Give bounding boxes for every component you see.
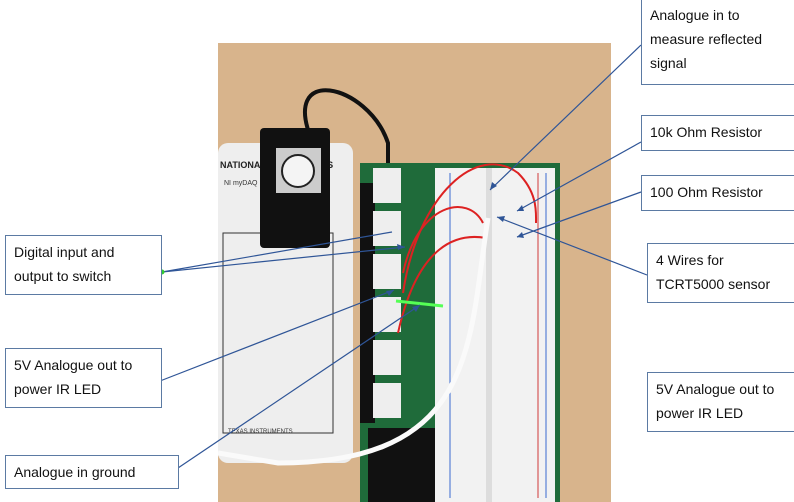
callout-line-digital-1	[161, 231, 393, 273]
arrowhead	[497, 216, 505, 222]
callout-line-10k	[516, 141, 642, 212]
callout-line-ground	[177, 304, 421, 469]
label-digital-io: Digital input and output to switch	[5, 235, 162, 295]
callout-line-wires	[496, 216, 648, 276]
arrowhead	[490, 182, 497, 190]
callout-line-100	[516, 191, 642, 238]
arrowhead	[412, 305, 420, 312]
callout-line-5v-left	[159, 289, 395, 382]
label-5v-out-right: 5V Analogue out to power IR LED	[647, 372, 794, 432]
arrowhead	[386, 290, 394, 296]
label-tcrt5000-wires: 4 Wires for TCRT5000 sensor	[647, 243, 794, 303]
device-model: NI myDAQ	[224, 180, 258, 187]
label-analogue-ground: Analogue in ground	[5, 455, 179, 489]
label-100-resistor: 100 Ohm Resistor	[641, 175, 794, 211]
label-5v-out-left: 5V Analogue out to power IR LED	[5, 348, 162, 408]
callout-line-digital-2	[161, 246, 406, 273]
arrowhead	[517, 232, 524, 238]
callout-line-analogue-in	[489, 44, 642, 191]
label-10k-resistor: 10k Ohm Resistor	[641, 115, 794, 151]
arrowhead	[397, 244, 405, 250]
arrowhead	[517, 205, 524, 211]
label-analogue-in-signal: Analogue in to measure reflected signal	[641, 0, 794, 85]
breadboard	[435, 168, 555, 502]
ti-logo: TEXAS INSTRUMENTS	[228, 429, 293, 435]
breadboard-photo: NATIONAL INSTRUMENTS NI myDAQ TEXAS INST…	[218, 43, 611, 502]
